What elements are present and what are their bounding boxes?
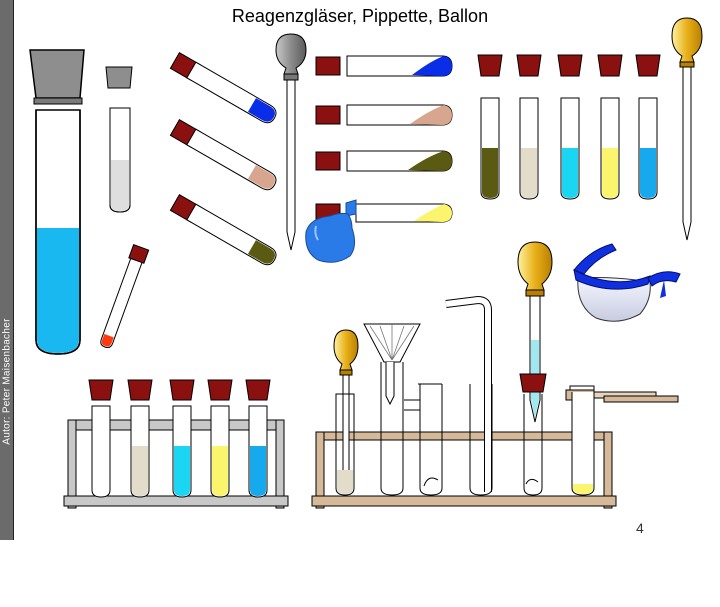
standing-test-tube-icon (169, 379, 195, 498)
dropper-pipette-icon (333, 329, 359, 483)
slide: Autor: Peter Maisenbacher Reagenzgläser,… (0, 0, 703, 540)
standing-test-tube-icon (245, 379, 271, 498)
standing-test-tube-icon (88, 379, 114, 498)
horizontal-test-tube-icon (315, 150, 453, 172)
standing-test-tube-icon (335, 393, 355, 496)
dropper-pipette-icon (517, 241, 553, 423)
illustration (29, 17, 703, 509)
standing-test-tube-icon (597, 54, 623, 200)
slide-title: Reagenzgläser, Pippette, Ballon (231, 6, 489, 26)
balloon-icon (305, 199, 357, 263)
author-sidebar: Autor: Peter Maisenbacher (0, 0, 14, 540)
dropper-pipette-icon (671, 17, 703, 241)
small-test-tube-icon (105, 66, 133, 213)
standing-test-tube-icon (516, 54, 542, 200)
page-number: 4 (636, 520, 644, 536)
angled-test-tube-icon (169, 194, 277, 266)
angled-test-tube-icon (169, 119, 277, 191)
horizontal-test-tube-icon (315, 55, 453, 77)
standing-test-tube-icon (557, 54, 583, 200)
metal-test-tube-rack-icon (63, 379, 289, 509)
standing-test-tube-icon (635, 54, 661, 200)
standing-test-tube-icon (519, 373, 547, 496)
standing-test-tube-icon (477, 54, 503, 200)
standing-test-tube-icon (127, 379, 153, 498)
bent-glass-tube-icon (445, 295, 493, 496)
standing-test-tube-icon (207, 379, 233, 498)
angled-test-tube-icon (100, 244, 150, 349)
dropper-pipette-icon (275, 33, 307, 251)
wooden-test-tube-rack-icon (311, 431, 617, 509)
large-test-tube-icon (29, 49, 85, 355)
horizontal-test-tube-icon (315, 104, 453, 126)
funnel-icon (363, 323, 421, 496)
standing-test-tube-icon (404, 383, 443, 496)
safety-goggles-icon (573, 243, 681, 322)
angled-test-tube-icon (169, 52, 277, 124)
test-tube-holder-icon (565, 385, 679, 496)
